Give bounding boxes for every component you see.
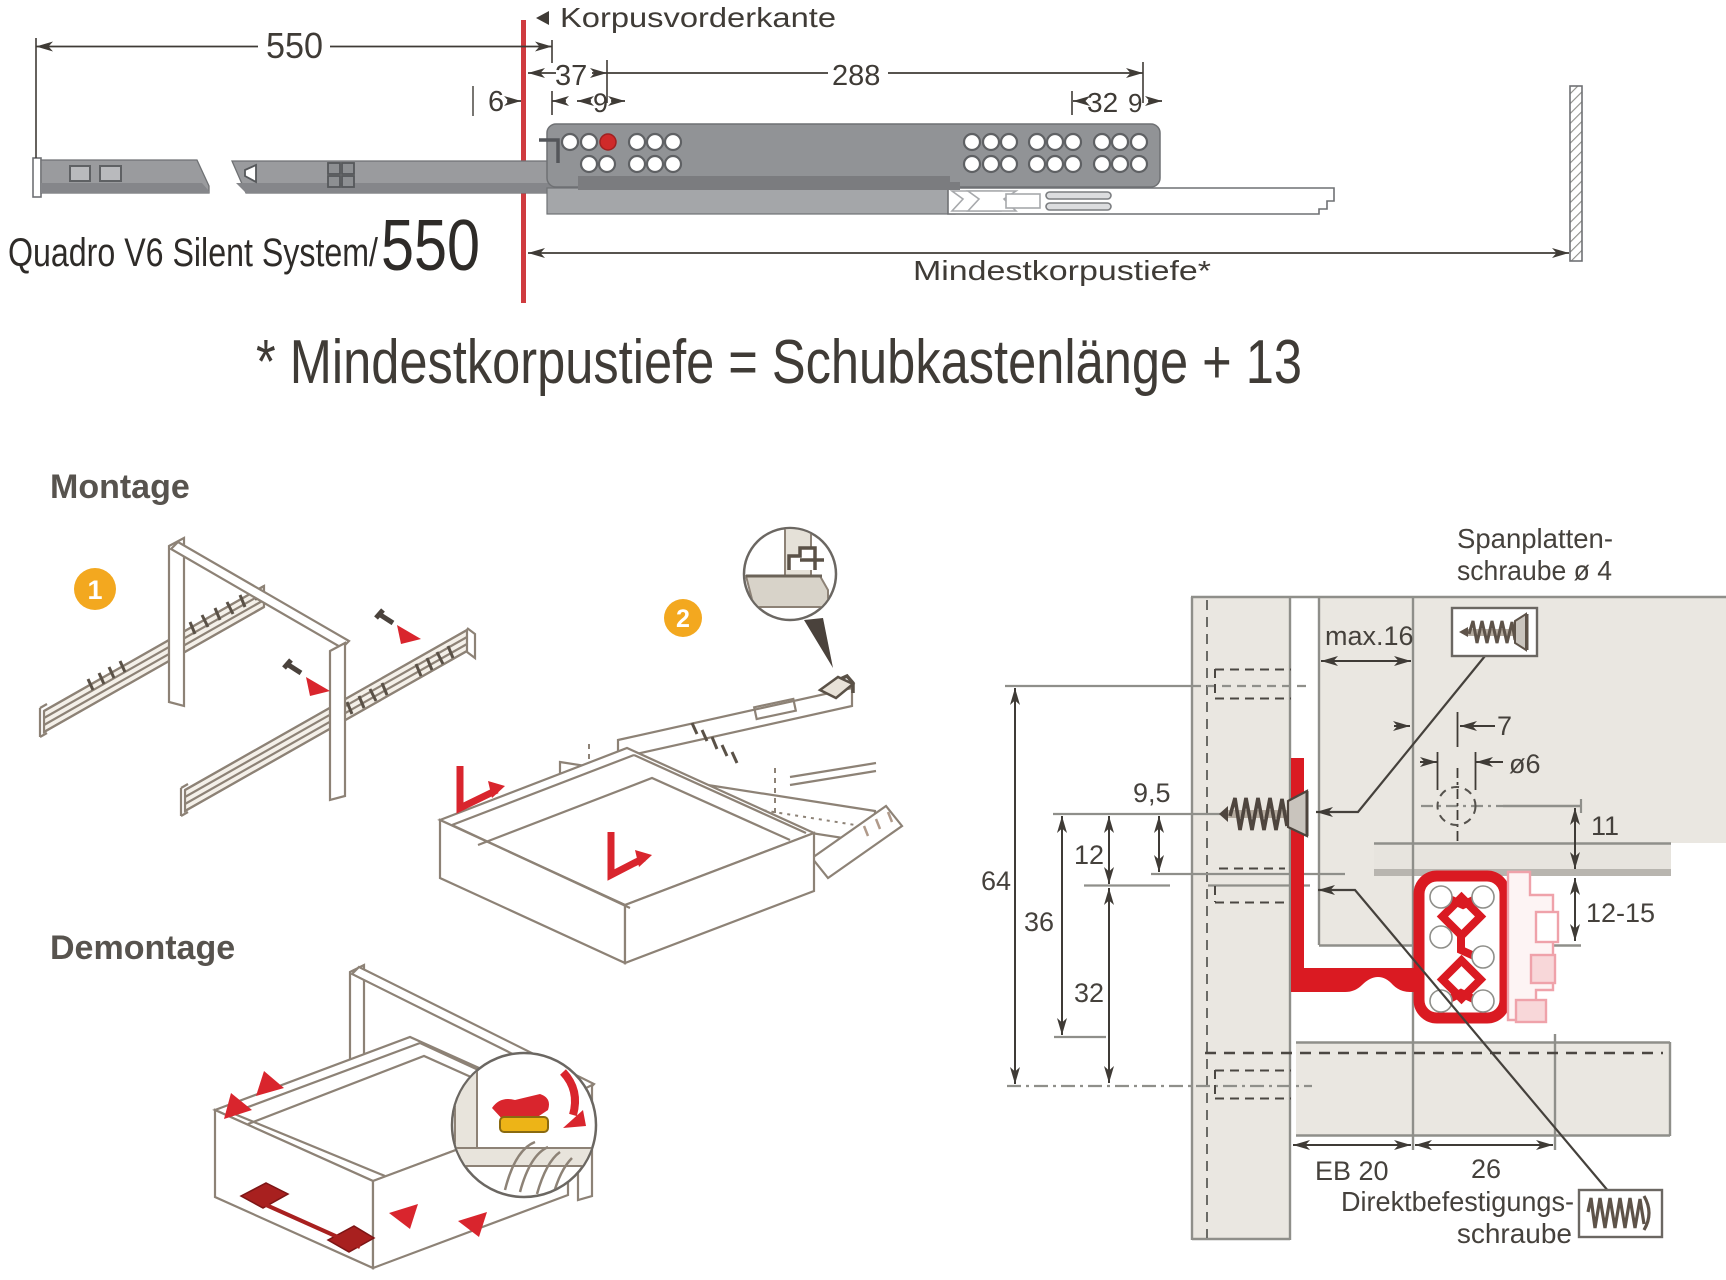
svg-text:7: 7 — [1497, 711, 1512, 741]
svg-text:11: 11 — [1591, 811, 1619, 841]
svg-text:288: 288 — [832, 60, 880, 92]
svg-text:Mindestkorpustiefe*: Mindestkorpustiefe* — [913, 255, 1211, 286]
svg-text:schraube: schraube — [1457, 1218, 1572, 1249]
svg-text:9: 9 — [593, 88, 608, 118]
svg-text:Montage: Montage — [50, 468, 190, 506]
svg-text:550: 550 — [266, 25, 323, 66]
svg-text:36: 36 — [1024, 907, 1054, 937]
svg-text:12: 12 — [1074, 840, 1104, 870]
svg-text:9: 9 — [1128, 88, 1142, 118]
svg-text:1: 1 — [87, 575, 102, 605]
svg-text:32: 32 — [1074, 978, 1104, 1008]
svg-text:2: 2 — [676, 605, 690, 633]
svg-text:37: 37 — [555, 60, 587, 92]
svg-text:32: 32 — [1087, 87, 1118, 118]
svg-text:Spanplatten-: Spanplatten- — [1457, 523, 1613, 554]
svg-text:EB 20: EB 20 — [1315, 1156, 1389, 1186]
svg-text:Quadro V6 Silent System/: Quadro V6 Silent System/ — [8, 231, 379, 275]
svg-text:max.16: max.16 — [1325, 621, 1414, 651]
svg-text:9,5: 9,5 — [1133, 778, 1171, 808]
svg-text:64: 64 — [981, 866, 1011, 896]
svg-text:schraube ø 4: schraube ø 4 — [1457, 555, 1612, 586]
svg-text:* Mindestkorpustiefe = Schubka: * Mindestkorpustiefe = Schubkastenlänge … — [256, 328, 1302, 397]
svg-text:26: 26 — [1471, 1154, 1501, 1184]
svg-text:6: 6 — [488, 86, 504, 118]
svg-text:ø6: ø6 — [1509, 749, 1541, 779]
svg-text:550: 550 — [381, 206, 480, 286]
svg-text:Demontage: Demontage — [50, 929, 235, 967]
svg-text:Direktbefestigungs-: Direktbefestigungs- — [1341, 1186, 1574, 1217]
svg-text:12-15: 12-15 — [1586, 898, 1655, 928]
svg-text:Korpusvorderkante: Korpusvorderkante — [560, 2, 836, 33]
